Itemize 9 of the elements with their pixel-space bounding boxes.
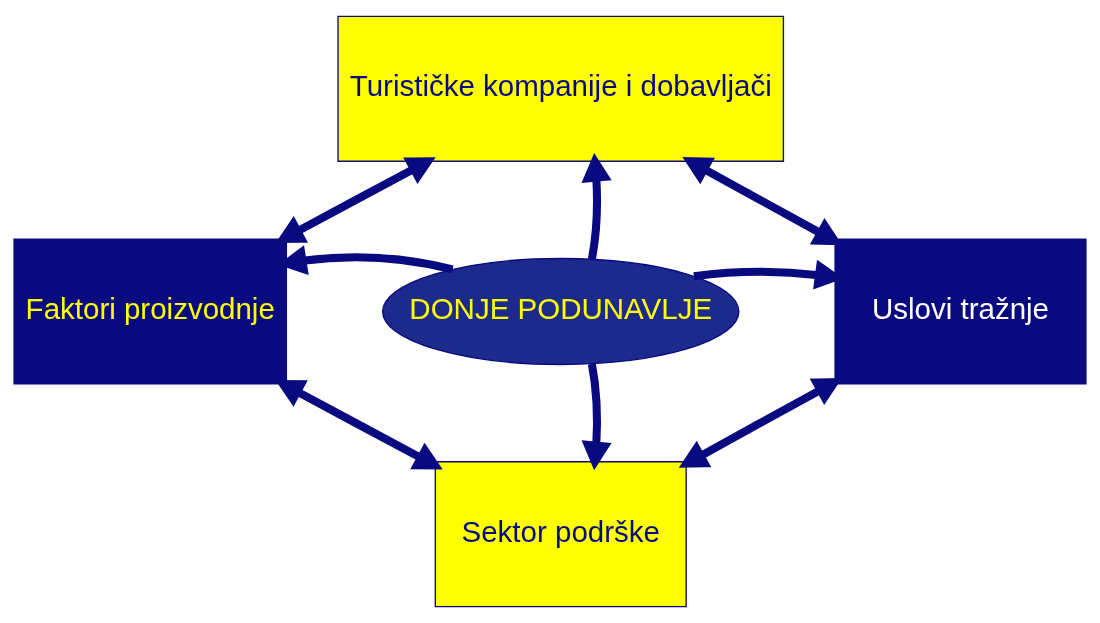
arrow: [275, 157, 436, 243]
arrow: [275, 379, 443, 470]
arrow: [581, 363, 612, 471]
node-box: Turističke kompanije i dobavljači: [337, 15, 785, 162]
node-box: Faktori proizvodnje: [13, 238, 288, 385]
node-ellipse: DONJE PODUNAVLJE: [381, 257, 740, 366]
node-box: Uslovi tražnje: [834, 238, 1087, 385]
arrow: [581, 152, 612, 260]
node-box: Sektor podrške: [434, 461, 687, 608]
